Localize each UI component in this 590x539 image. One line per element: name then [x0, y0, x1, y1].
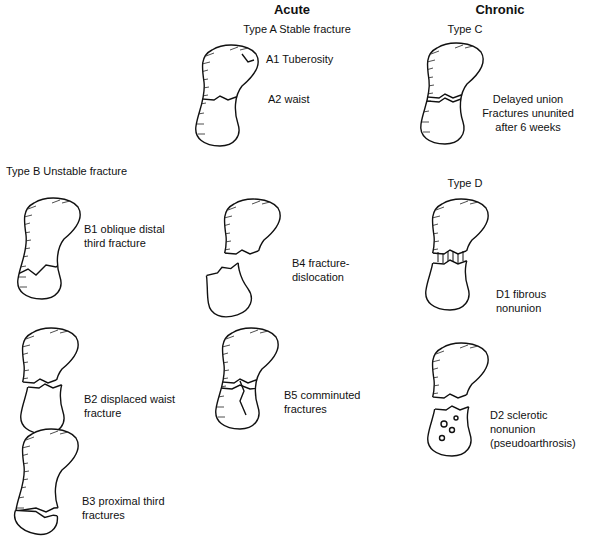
- column-heading: Chronic: [455, 2, 545, 18]
- fracture-label: B1 oblique distal third fracture: [84, 222, 189, 250]
- column-heading: Acute: [252, 2, 332, 18]
- fracture-label: B4 fracture-dislocation: [292, 256, 377, 284]
- fracture-label: B2 displaced waist fracture: [84, 392, 179, 420]
- fracture-label: D1 fibrous nonunion: [496, 287, 581, 315]
- fracture-label: Type A Stable fracture: [222, 22, 372, 36]
- fracture-label: Type D: [430, 176, 500, 190]
- fracture-label: Delayed union Fractures ununited after 6…: [474, 92, 582, 134]
- fracture-label: Type C: [430, 22, 500, 36]
- fracture-label: B5 comminuted fractures: [284, 388, 384, 416]
- fracture-label: D2 sclerotic nonunion (pseudoarthrosis): [490, 408, 586, 450]
- fracture-label: B3 proximal third fractures: [82, 494, 177, 522]
- fracture-label: Type B Unstable fracture: [6, 164, 176, 178]
- fracture-label: A1 Tuberosity: [266, 52, 361, 66]
- fracture-label: A2 waist: [268, 92, 348, 106]
